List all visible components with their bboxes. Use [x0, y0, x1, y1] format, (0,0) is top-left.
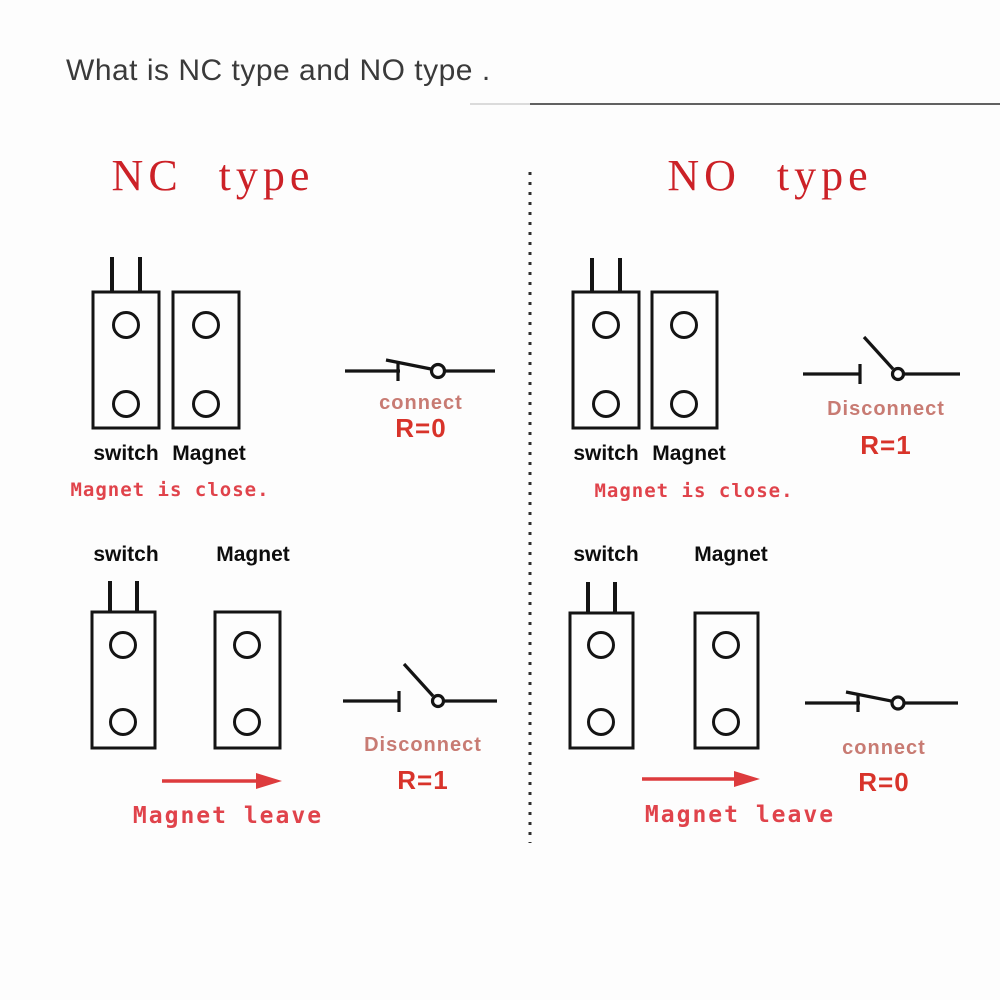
nc-close-state-text: connect: [379, 392, 463, 414]
screw-hole: [233, 631, 261, 659]
nc-close-magnet-label: Magnet: [172, 442, 246, 465]
screw-hole: [592, 311, 620, 339]
magnet-body: [171, 290, 241, 430]
no-leave-sensor-pair: [568, 582, 760, 750]
screw-hole: [670, 390, 698, 418]
no-leave-caption: Magnet leave: [644, 802, 836, 828]
nc-leave-state-text: Disconnect: [364, 734, 482, 756]
nc-close-caption: Magnet is close.: [70, 479, 270, 501]
screw-hole: [712, 631, 740, 659]
nc-close-switch-label: switch: [93, 442, 159, 465]
screw-hole: [192, 390, 220, 418]
no-close-caption: Magnet is close.: [594, 480, 794, 502]
no-close-magnet-label: Magnet: [652, 442, 726, 465]
switch-wires: [586, 582, 617, 613]
no-close-switch-label: switch: [573, 442, 639, 465]
nc-leave-resistance: R=1: [397, 765, 449, 795]
no-leave-magnet-label: Magnet: [694, 543, 768, 566]
magnet-body: [650, 290, 719, 430]
nc-close-sensor-pair: [91, 257, 241, 430]
switch-lever: [862, 335, 895, 371]
pivot-node: [429, 362, 447, 380]
screw-hole: [112, 390, 140, 418]
nc-leave-magnet-label: Magnet: [216, 543, 290, 566]
screw-hole: [670, 311, 698, 339]
no-close-state-text: Disconnect: [827, 398, 945, 420]
switch-body: [568, 611, 635, 750]
switch-body: [91, 290, 161, 430]
nc-close-circuit-closed-symbol: [345, 358, 495, 381]
nc-close-resistance: R=0: [395, 413, 447, 443]
pivot-node: [430, 693, 446, 709]
switch-wires: [590, 258, 622, 292]
nc-leave-circuit-open-symbol: [343, 662, 497, 712]
screw-hole: [233, 708, 261, 736]
screw-hole: [112, 311, 140, 339]
screw-hole: [109, 708, 137, 736]
no-leave-state-text: connect: [842, 737, 926, 759]
screw-hole: [587, 631, 615, 659]
switch-wires: [110, 257, 142, 292]
pivot-node: [890, 695, 906, 711]
switch-body: [90, 610, 157, 750]
screw-hole: [592, 390, 620, 418]
page-title: What is NC type and NO type .: [66, 54, 491, 87]
no-close-resistance: R=1: [860, 430, 912, 460]
no-magnet-leave-arrow: [642, 771, 760, 787]
switch-lever: [385, 358, 432, 371]
switch-lever: [402, 662, 435, 698]
no-close-circuit-open-symbol: [803, 335, 960, 384]
pivot-node: [890, 366, 906, 382]
switch-lever: [845, 690, 892, 703]
magnet-body: [213, 610, 282, 750]
no-leave-resistance: R=0: [858, 767, 910, 797]
nc-type-heading: NC type: [111, 151, 315, 200]
nc-magnet-leave-arrow: [162, 773, 282, 789]
no-close-sensor-pair: [571, 258, 719, 430]
screw-hole: [109, 631, 137, 659]
switch-wires: [108, 581, 139, 612]
nc-leave-caption: Magnet leave: [132, 803, 324, 829]
nc-leave-switch-label: switch: [93, 543, 159, 566]
no-leave-circuit-closed-symbol: [805, 690, 958, 712]
switch-body: [571, 290, 641, 430]
nc-leave-sensor-pair: [90, 581, 282, 750]
screw-hole: [192, 311, 220, 339]
screw-hole: [712, 708, 740, 736]
no-type-heading: NO type: [667, 151, 873, 200]
screw-hole: [587, 708, 615, 736]
no-leave-switch-label: switch: [573, 543, 639, 566]
magnet-body: [693, 611, 760, 750]
top-rule-line: [470, 103, 1000, 105]
